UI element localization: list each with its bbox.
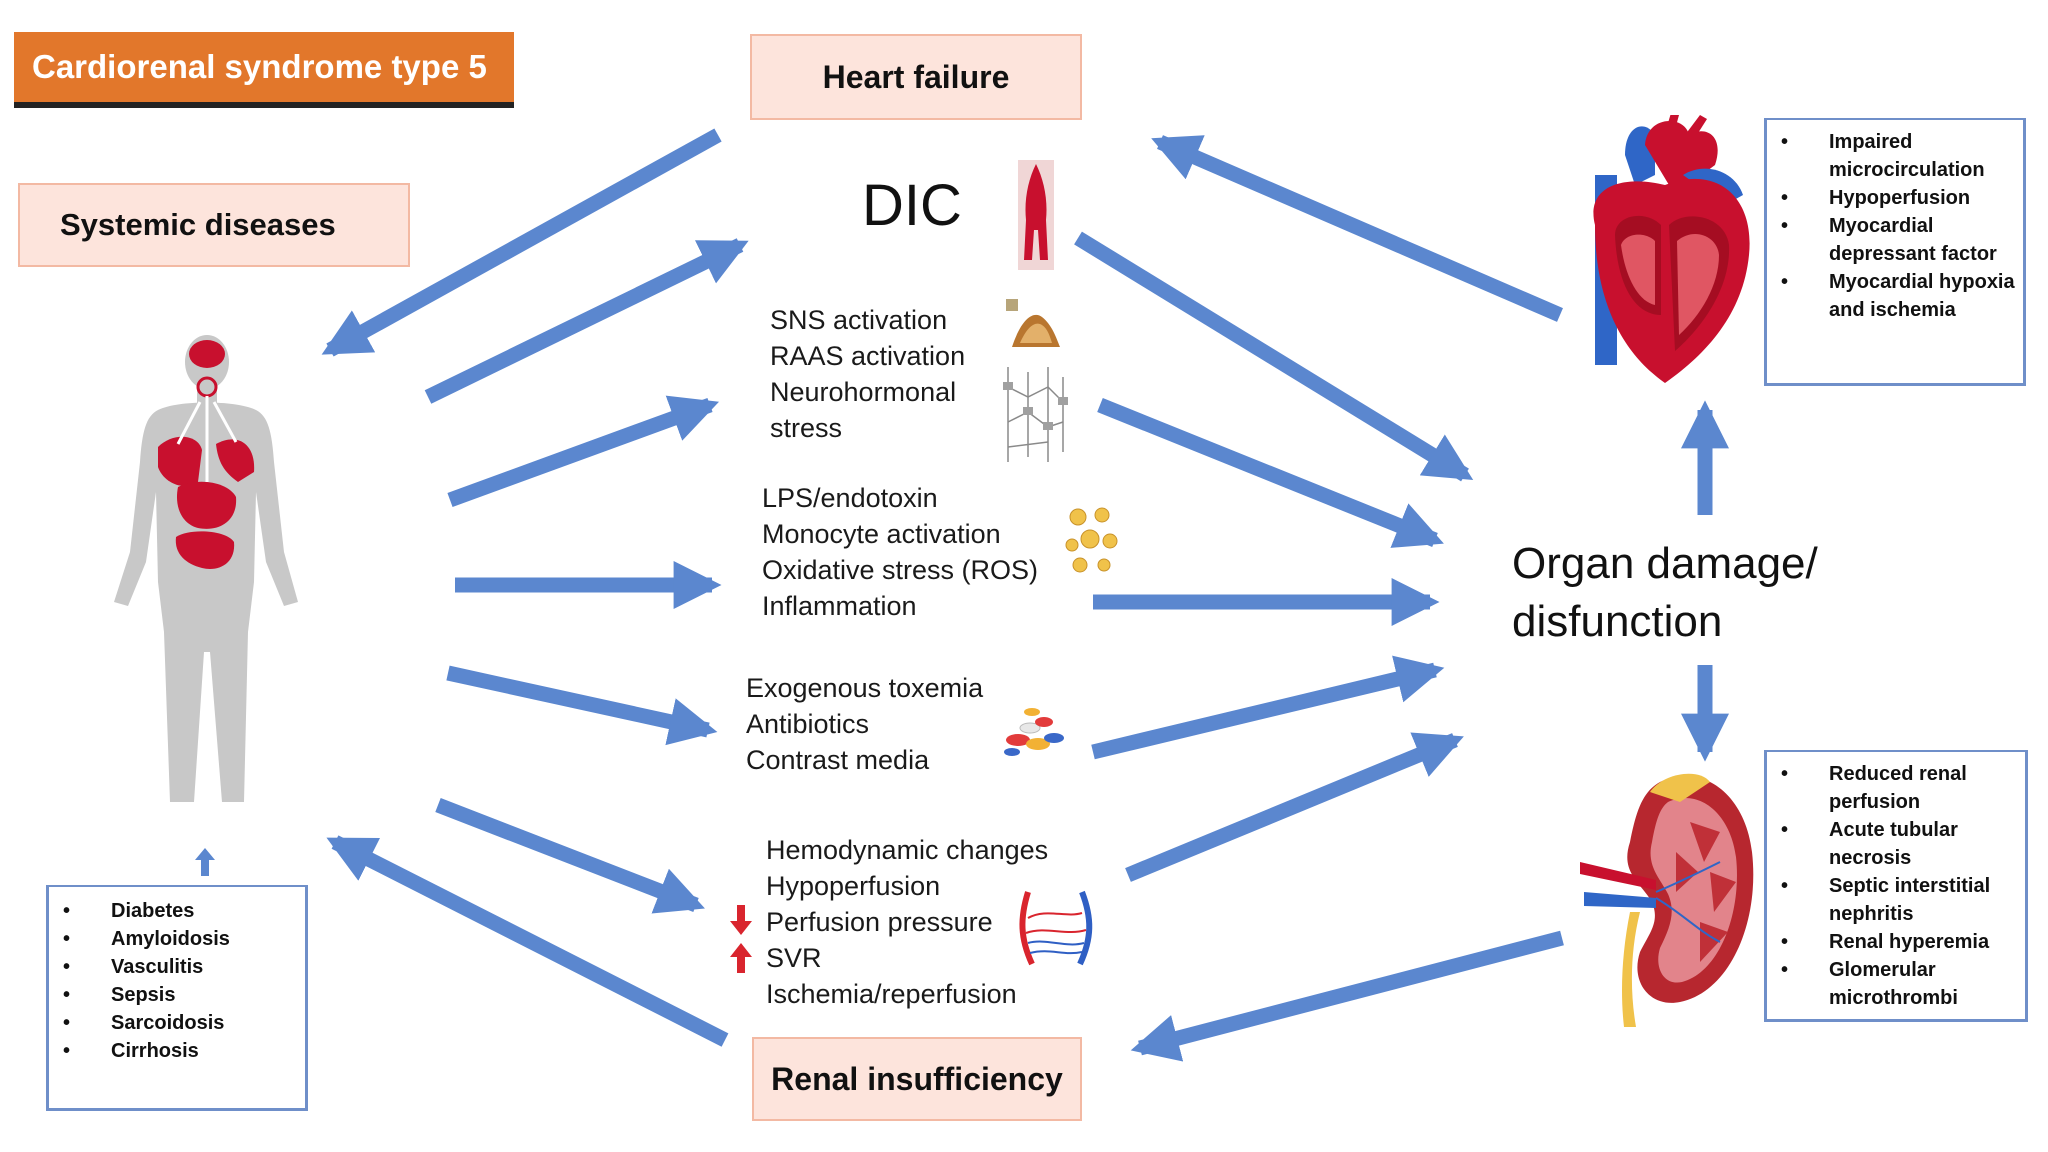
cells-icon (1065, 507, 1118, 573)
toxic-item: Contrast media (746, 745, 930, 775)
neuro-item: Neurohormonal (770, 377, 957, 407)
disease-item: Diabetes (49, 897, 305, 925)
heart-failure-label: Heart failure (822, 58, 1010, 95)
dic-label: DIC (862, 173, 962, 238)
neuro-mechanism-list: SNS activation RAAS activation Neurohorm… (770, 302, 965, 446)
inflammation-item: Oxidative stress (ROS) (762, 555, 1039, 585)
heart-icon (1593, 115, 1750, 383)
hemodynamic-item: Hypoperfusion (766, 871, 941, 901)
disease-item: Amyloidosis (49, 925, 305, 953)
arrow-kidney-to-renal (1130, 930, 1564, 1062)
toxic-mechanism-list: Exogenous toxemia Antibiotics Contrast m… (746, 670, 983, 778)
diseases-list-box: Diabetes Amyloidosis Vasculitis Sepsis S… (46, 885, 308, 1111)
hemodynamic-item: SVR (766, 943, 822, 973)
kidney-effect-item: Glomerular microthrombi (1767, 956, 2025, 1012)
disease-item: Sarcoidosis (49, 1009, 305, 1037)
renal-insufficiency-box: Renal insufficiency (752, 1037, 1082, 1121)
arrow-hemodynamic-to-organ (1125, 732, 1464, 882)
inflammation-item: Monocyte activation (762, 519, 1001, 549)
title-banner: Cardiorenal syndrome type 5 (14, 32, 514, 108)
heart-effect-item: Hypoperfusion (1767, 184, 2023, 212)
organ-damage-line: disfunction (1512, 597, 1723, 646)
arrow-up-blue-icon (195, 848, 215, 876)
hemodynamic-mechanism-list: Hemodynamic changes Hypoperfusion Perfus… (766, 832, 1048, 1012)
arrow-renal-to-systemic (326, 835, 729, 1047)
arrow-down-red-icon (730, 905, 752, 935)
hormone-gland-icon (1006, 299, 1060, 347)
kidney-effect-item: Renal hyperemia (1767, 928, 2025, 956)
arrow-up-red-icon (730, 943, 752, 973)
renal-insufficiency-label: Renal insufficiency (771, 1060, 1063, 1097)
organ-damage-label: Organ damage/ disfunction (1512, 535, 1818, 651)
heart-effect-item: Myocardial depressant factor (1767, 212, 2023, 268)
arrow-systemic-to-hemodynamic (435, 798, 705, 914)
toxic-item: Exogenous toxemia (746, 673, 984, 703)
disease-item: Vasculitis (49, 953, 305, 981)
kidney-effect-item: Reduced renal perfusion (1767, 760, 2025, 816)
heart-effect-item: Impaired microcirculation (1767, 128, 2023, 184)
kidney-effect-item: Septic interstitial nephritis (1767, 872, 2025, 928)
vasculature-icon (1019, 890, 1093, 966)
toxic-item: Antibiotics (746, 709, 870, 739)
neuro-item: SNS activation (770, 305, 948, 335)
systemic-diseases-box: Systemic diseases (18, 183, 410, 267)
heart-failure-box: Heart failure (750, 34, 1082, 120)
blood-vessel-icon (1018, 160, 1054, 270)
hemodynamic-item: Perfusion pressure (766, 907, 993, 937)
inflammation-item: Inflammation (762, 591, 917, 621)
arrow-dic-to-organ (1074, 231, 1474, 482)
arrow-heart-failure-to-systemic (321, 128, 722, 357)
kidney-icon (1580, 773, 1754, 1027)
kidney-effect-item: Acute tubular necrosis (1767, 816, 2025, 872)
arrow-toxic-to-organ (1091, 655, 1445, 760)
kidney-effects-list-box: Reduced renal perfusion Acute tubular ne… (1764, 750, 2028, 1022)
hemodynamic-item: Ischemia/reperfusion (766, 979, 1017, 1009)
disease-item: Cirrhosis (49, 1037, 305, 1065)
arrow-heart-to-heart-failure (1151, 135, 1563, 322)
inflammation-item: LPS/endotoxin (762, 483, 938, 513)
human-body-icon (114, 335, 298, 802)
organ-damage-line: Organ damage/ (1512, 539, 1818, 588)
arrow-systemic-to-toxic (446, 665, 718, 746)
hemodynamic-item: Hemodynamic changes (766, 835, 1049, 865)
neural-pathway-icon (1003, 367, 1068, 462)
neuro-item: RAAS activation (770, 341, 966, 371)
arrow-systemic-to-dic (424, 238, 749, 404)
arrow-systemic-to-neuro (447, 395, 720, 508)
inflammation-mechanism-list: LPS/endotoxin Monocyte activation Oxidat… (762, 480, 1038, 624)
diagram-title: Cardiorenal syndrome type 5 (32, 48, 487, 85)
heart-effects-list-box: Impaired microcirculation Hypoperfusion … (1764, 118, 2026, 386)
disease-item: Sepsis (49, 981, 305, 1009)
pills-icon (1004, 708, 1064, 756)
neuro-item: stress (770, 413, 843, 443)
systemic-diseases-label: Systemic diseases (60, 207, 336, 242)
arrow-neuro-to-organ (1097, 398, 1444, 548)
heart-effect-item: Myocardial hypoxia and ischemia (1767, 268, 2023, 324)
